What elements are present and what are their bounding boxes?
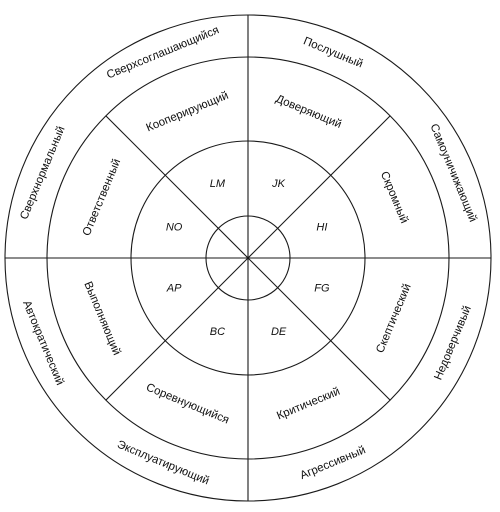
spoke-line [105, 257, 249, 401]
middle-label-cooperating: Кооперирующий [145, 90, 231, 135]
code-bc: BC [210, 326, 225, 338]
outer-label-self-effacing: Самоуничижающий [427, 122, 478, 224]
outer-label-overconforming: Сверхсоглашающийся [105, 24, 221, 81]
spoke-line [105, 115, 249, 259]
spoke-line [247, 115, 391, 259]
outer-label-distrustful: Недоверчивый [432, 304, 473, 382]
outer-label-hypernormal: Сверхнормальный [18, 125, 67, 222]
code-de: DE [271, 326, 287, 338]
middle-label-critical: Критический [275, 386, 342, 423]
outer-label-exploitative: Эксплуатирующий [115, 439, 211, 488]
octant-codes: JK HI FG DE BC AP NO LM [166, 178, 330, 338]
middle-label-competitive: Соревнующийся [144, 382, 230, 427]
middle-label-responsible: Ответственный [81, 157, 124, 237]
spokes [5, 15, 491, 501]
code-fg: FG [314, 283, 330, 295]
middle-label-modest: Скромный [378, 170, 410, 225]
code-hi: HI [316, 221, 327, 233]
code-lm: LM [210, 178, 226, 190]
outer-label-obedient: Послушный [302, 35, 365, 70]
middle-label-trusting: Доверяющий [274, 93, 343, 131]
spoke-line [247, 257, 391, 401]
middle-label-performing: Выполняющий [81, 280, 122, 357]
middle-label-skeptical: Скептический [374, 282, 413, 355]
code-jk: JK [271, 178, 286, 190]
outer-label-autocratic: Автократический [20, 299, 66, 387]
code-ap: AP [166, 283, 182, 295]
code-no: NO [166, 221, 183, 233]
